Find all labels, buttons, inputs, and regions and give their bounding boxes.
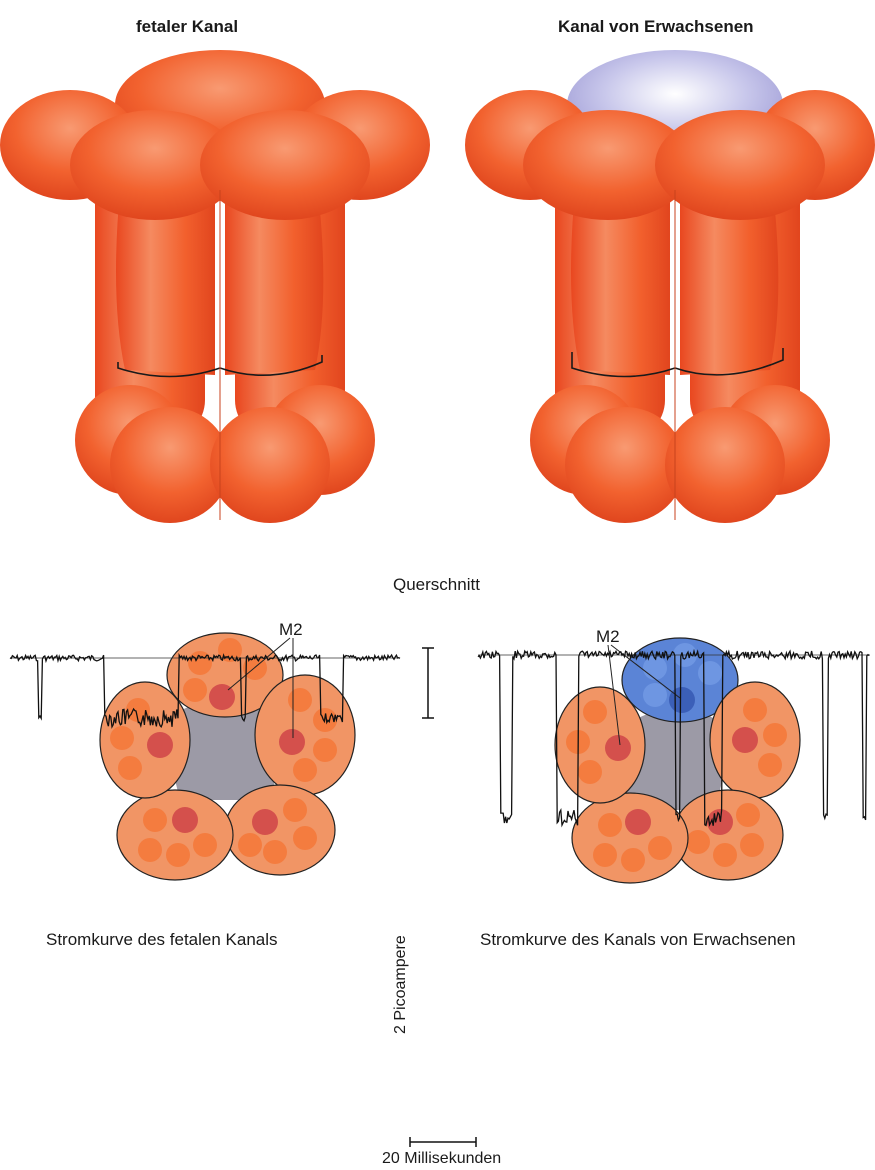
fetal-m2-label: M2 — [279, 620, 303, 640]
time-scale-label: 20 Millisekunden — [382, 1150, 501, 1168]
adult-subunit-bottom-right — [673, 790, 783, 880]
fetal-subunit-bottom-left — [117, 790, 233, 880]
adult-subunit-right — [710, 682, 800, 798]
adult-top-lobe-front-right — [655, 110, 825, 220]
fetal-top-lobe-front-right — [200, 110, 370, 220]
adult-subunit-left — [555, 687, 645, 803]
adult-cross-section — [555, 638, 800, 883]
fetal-subunit-bottom-right — [225, 785, 335, 875]
fetal-subunit-left — [100, 682, 190, 798]
fetal-bottom-lobe-front-right — [210, 407, 330, 523]
adult-subunit-bottom-left — [572, 793, 688, 883]
adult-bottom-lobe-front-right — [665, 407, 785, 523]
adult-trace-title: Stromkurve des Kanals von Erwachsenen — [480, 930, 796, 950]
fetal-channel-3d — [0, 50, 430, 523]
fetal-trace-title: Stromkurve des fetalen Kanals — [46, 930, 278, 950]
cross-section-title: Querschnitt — [393, 575, 480, 595]
fetal-cross-section — [100, 633, 355, 880]
adult-m2-label: M2 — [596, 627, 620, 647]
fetal-subunit-right — [255, 675, 355, 795]
adult-channel-3d — [465, 50, 875, 523]
current-scale-label: 2 Picoampere — [392, 935, 410, 1034]
